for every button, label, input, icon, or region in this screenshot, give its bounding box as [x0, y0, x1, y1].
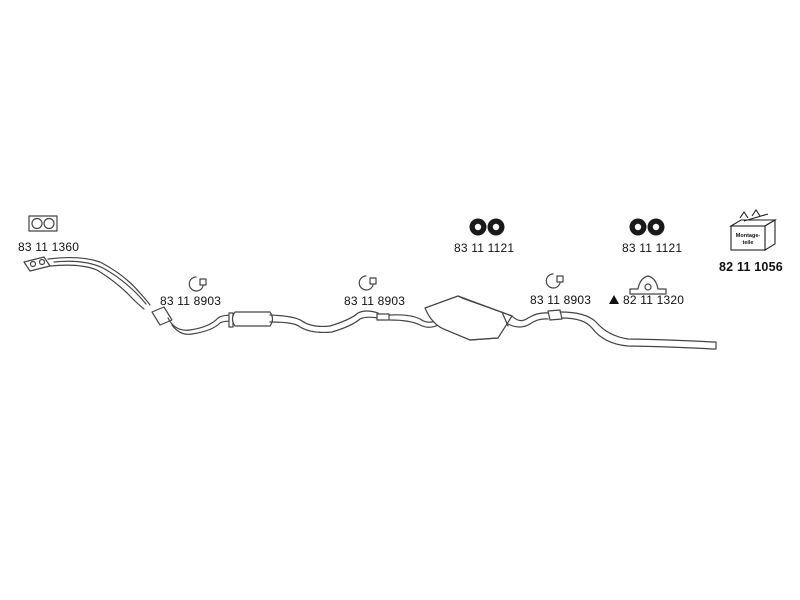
- part-number-bracket-text: 82 11 1320: [623, 293, 685, 307]
- clamp-icon: [188, 276, 207, 292]
- clamp-icon: [545, 273, 564, 289]
- part-number-clamp-3: 83 11 8903: [530, 293, 592, 307]
- part-number-kit: 82 11 1056: [719, 260, 783, 274]
- tail-pipe: [547, 309, 717, 350]
- front-pipe: [23, 256, 151, 310]
- kit-box-text-1: Montage-: [736, 233, 761, 239]
- part-number-clamp-2: 83 11 8903: [344, 294, 406, 308]
- clamp-icon: [358, 275, 377, 291]
- front-muffler: [228, 310, 379, 334]
- rubber-mount-icon: [469, 218, 505, 236]
- sleeve-connector: [376, 313, 390, 321]
- bracket-icon: [629, 275, 667, 295]
- part-number-rubber-1: 83 11 1121: [454, 241, 515, 255]
- part-number-gasket: 83 11 1360: [18, 240, 80, 254]
- gasket-icon: [28, 215, 58, 232]
- triangle-icon: [609, 295, 619, 304]
- part-number-clamp-1: 83 11 8903: [160, 294, 222, 308]
- rear-muffler: [389, 295, 549, 341]
- kit-box-text-2: teile: [742, 240, 753, 246]
- part-number-rubber-2: 83 11 1121: [622, 241, 683, 255]
- rubber-mount-icon: [629, 218, 665, 236]
- mounting-kit-box-icon: [729, 209, 777, 251]
- part-number-bracket: 82 11 1320: [609, 293, 684, 307]
- flex-pipe-section: [151, 306, 236, 335]
